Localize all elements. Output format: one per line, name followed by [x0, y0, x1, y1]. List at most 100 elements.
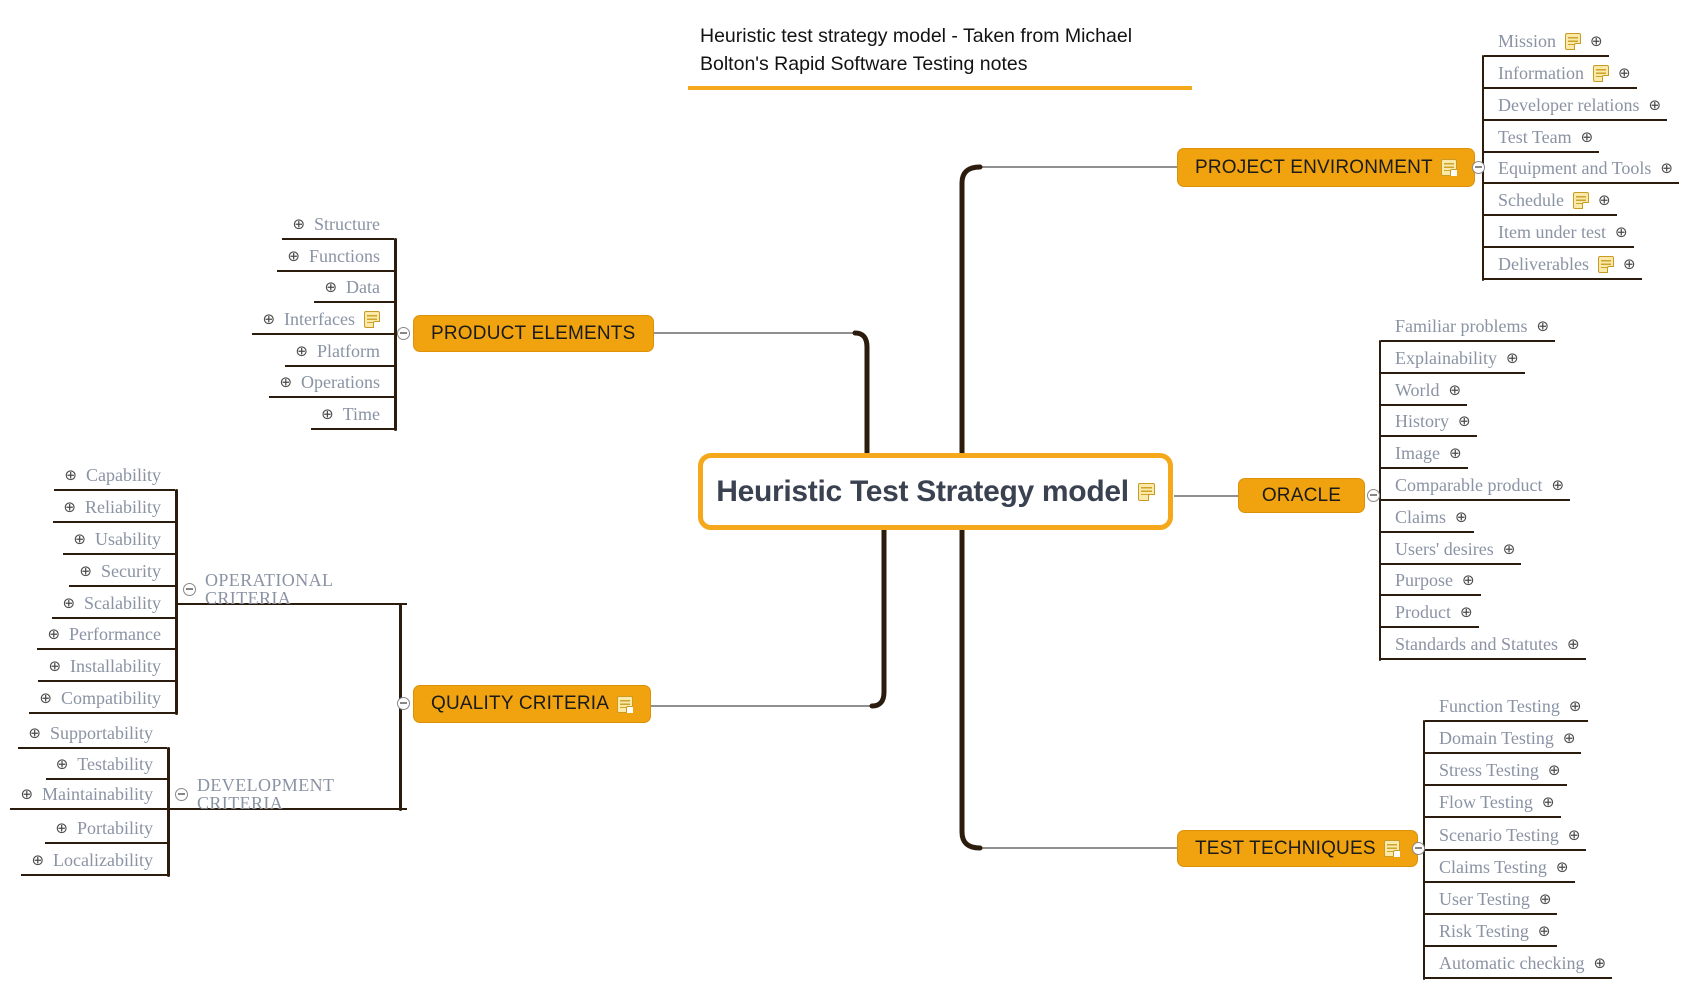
node-stress-testing[interactable]: Stress Testing ⊕	[1425, 756, 1567, 786]
collapse-toggle-icon[interactable]	[183, 582, 196, 596]
expand-icon[interactable]: ⊕	[1458, 411, 1471, 430]
expand-icon[interactable]: ⊕	[55, 818, 68, 837]
node-flow-testing[interactable]: Flow Testing ⊕	[1425, 788, 1561, 818]
node-localizability[interactable]: ⊕ Localizability	[21, 846, 167, 876]
expand-icon[interactable]: ⊕	[1547, 760, 1561, 779]
node-automatic-checking[interactable]: Automatic checking ⊕	[1425, 949, 1613, 979]
node-maintainability[interactable]: ⊕ Maintainability	[10, 780, 167, 810]
collapse-toggle-icon[interactable]	[396, 696, 410, 710]
collapse-toggle-icon[interactable]	[1411, 841, 1425, 855]
node-deliverables[interactable]: Deliverables ⊕	[1484, 250, 1642, 280]
expand-icon[interactable]: ⊕	[39, 688, 52, 707]
note-icon[interactable]	[1137, 482, 1155, 501]
node-platform[interactable]: ⊕ Platform	[285, 337, 394, 367]
expand-icon[interactable]: ⊕	[321, 404, 334, 423]
node-domain-testing[interactable]: Domain Testing ⊕	[1425, 724, 1582, 754]
node-familiar-problems[interactable]: Familiar problems ⊕	[1381, 312, 1556, 342]
expand-icon[interactable]: ⊕	[1541, 792, 1555, 811]
node-capability[interactable]: ⊕ Capability	[54, 461, 175, 491]
expand-icon[interactable]: ⊕	[1590, 31, 1603, 50]
node-scalability[interactable]: ⊕ Scalability	[52, 589, 175, 619]
node-comparable-product[interactable]: Comparable product ⊕	[1381, 471, 1571, 501]
expand-icon[interactable]: ⊕	[1614, 222, 1628, 241]
node-product[interactable]: Product ⊕	[1381, 598, 1479, 628]
expand-icon[interactable]: ⊕	[55, 754, 69, 773]
note-icon[interactable]	[1572, 191, 1589, 209]
node-interfaces[interactable]: ⊕ Interfaces	[252, 305, 394, 335]
node-reliability[interactable]: ⊕ Reliability	[53, 493, 175, 523]
note-icon[interactable]	[1565, 32, 1582, 50]
note-icon[interactable]	[1597, 255, 1614, 273]
expand-icon[interactable]: ⊕	[262, 309, 276, 328]
node-equipment-and-tools[interactable]: Equipment and Tools ⊕	[1484, 154, 1679, 184]
expand-icon[interactable]: ⊕	[1617, 63, 1631, 82]
node-project-environment[interactable]: PROJECT ENVIRONMENT	[1177, 148, 1475, 187]
expand-icon[interactable]: ⊕	[31, 850, 45, 869]
node-development-criteria[interactable]: DEVELOPMENT CRITERIA	[167, 776, 407, 812]
node-claims-testing[interactable]: Claims Testing ⊕	[1425, 853, 1575, 883]
node-portability[interactable]: ⊕ Portability	[45, 814, 167, 844]
expand-icon[interactable]: ⊕	[1448, 443, 1462, 462]
expand-icon[interactable]: ⊕	[1597, 190, 1611, 209]
collapse-toggle-icon[interactable]	[396, 326, 410, 340]
expand-icon[interactable]: ⊕	[73, 529, 86, 548]
expand-icon[interactable]: ⊕	[1502, 539, 1516, 558]
node-explainability[interactable]: Explainability ⊕	[1381, 344, 1525, 374]
expand-icon[interactable]: ⊕	[1455, 507, 1468, 526]
expand-icon[interactable]: ⊕	[292, 214, 306, 233]
expand-icon[interactable]: ⊕	[1460, 602, 1473, 621]
expand-icon[interactable]: ⊕	[62, 593, 76, 612]
central-node[interactable]: Heuristic Test Strategy model	[698, 453, 1173, 530]
collapse-toggle-icon[interactable]	[1366, 488, 1380, 502]
expand-icon[interactable]: ⊕	[28, 723, 41, 742]
expand-icon[interactable]: ⊕	[1536, 316, 1550, 335]
node-purpose[interactable]: Purpose ⊕	[1381, 566, 1481, 596]
node-item-under-test[interactable]: Item under test ⊕	[1484, 218, 1634, 248]
node-product-elements[interactable]: PRODUCT ELEMENTS	[413, 315, 654, 352]
node-mission[interactable]: Mission ⊕	[1484, 27, 1609, 57]
node-installability[interactable]: ⊕ Installability	[38, 652, 175, 682]
expand-icon[interactable]: ⊕	[324, 277, 338, 296]
collapse-toggle-icon[interactable]	[1471, 160, 1485, 174]
node-users-desires[interactable]: Users' desires ⊕	[1381, 535, 1522, 565]
expand-icon[interactable]: ⊕	[1580, 127, 1594, 146]
expand-icon[interactable]: ⊕	[295, 341, 308, 360]
node-schedule[interactable]: Schedule ⊕	[1484, 186, 1617, 216]
expand-icon[interactable]: ⊕	[1462, 570, 1475, 589]
note-icon[interactable]	[1383, 840, 1400, 857]
node-compatibility[interactable]: ⊕ Compatibility	[29, 684, 175, 714]
node-information[interactable]: Information ⊕	[1484, 59, 1637, 89]
expand-icon[interactable]: ⊕	[1660, 158, 1673, 177]
node-history[interactable]: History ⊕	[1381, 407, 1477, 437]
node-developer-relations[interactable]: Developer relations ⊕	[1484, 91, 1668, 121]
node-claims[interactable]: Claims ⊕	[1381, 503, 1474, 533]
node-risk-testing[interactable]: Risk Testing ⊕	[1425, 917, 1557, 947]
expand-icon[interactable]: ⊕	[1566, 634, 1580, 653]
expand-icon[interactable]: ⊕	[1622, 254, 1636, 273]
expand-icon[interactable]: ⊕	[1568, 696, 1582, 715]
node-user-testing[interactable]: User Testing ⊕	[1425, 885, 1558, 915]
node-world[interactable]: World ⊕	[1381, 376, 1468, 406]
note-icon[interactable]	[1440, 159, 1457, 176]
expand-icon[interactable]: ⊕	[64, 465, 77, 484]
expand-icon[interactable]: ⊕	[1537, 921, 1551, 940]
node-image[interactable]: Image ⊕	[1381, 439, 1468, 469]
expand-icon[interactable]: ⊕	[279, 372, 293, 391]
collapse-toggle-icon[interactable]	[175, 787, 188, 801]
node-test-team[interactable]: Test Team ⊕	[1484, 123, 1600, 153]
node-functions[interactable]: ⊕ Functions	[277, 242, 394, 272]
note-icon[interactable]	[617, 695, 634, 713]
node-quality-criteria[interactable]: QUALITY CRITERIA	[413, 685, 652, 723]
node-security[interactable]: ⊕ Security	[69, 557, 175, 587]
node-function-testing[interactable]: Function Testing ⊕	[1425, 692, 1588, 722]
expand-icon[interactable]: ⊕	[1448, 380, 1462, 399]
expand-icon[interactable]: ⊕	[1555, 857, 1569, 876]
node-performance[interactable]: ⊕ Performance	[37, 620, 175, 650]
node-operations[interactable]: ⊕ Operations	[269, 368, 394, 398]
expand-icon[interactable]: ⊕	[1562, 728, 1576, 747]
expand-icon[interactable]: ⊕	[20, 784, 34, 803]
node-usability[interactable]: ⊕ Usability	[63, 525, 175, 555]
expand-icon[interactable]: ⊕	[1593, 953, 1607, 972]
expand-icon[interactable]: ⊕	[1551, 475, 1565, 494]
expand-icon[interactable]: ⊕	[47, 624, 61, 643]
